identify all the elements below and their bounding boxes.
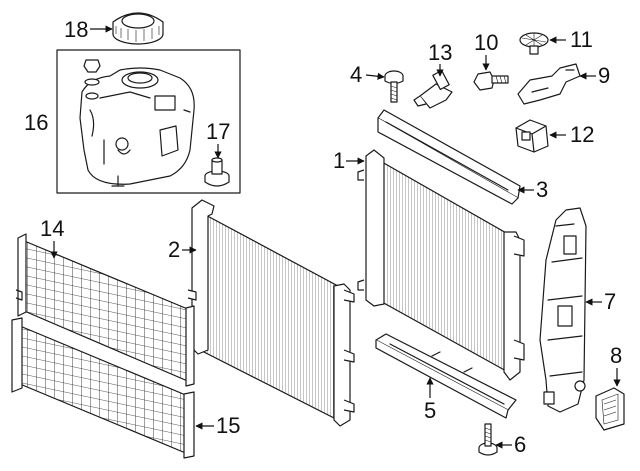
bolt-part-6 bbox=[478, 423, 498, 456]
upper-air-seal-part bbox=[377, 109, 521, 205]
callout-17: 17 bbox=[206, 119, 230, 144]
bracket-part-12 bbox=[515, 119, 549, 153]
callout-12: 12 bbox=[570, 122, 594, 147]
expansion-tank-assembly bbox=[56, 49, 241, 194]
callout-18: 18 bbox=[64, 17, 88, 42]
reservoir-cap-part bbox=[112, 12, 164, 45]
callout-7: 7 bbox=[604, 289, 616, 314]
grommet-part bbox=[204, 157, 230, 187]
callout-16: 16 bbox=[24, 110, 48, 135]
callout-15: 15 bbox=[216, 413, 240, 438]
callout-10: 10 bbox=[474, 30, 498, 55]
callout-14: 14 bbox=[40, 216, 64, 241]
side-bracket-part bbox=[539, 207, 587, 413]
callout-1: 1 bbox=[333, 148, 345, 173]
push-clip-part bbox=[519, 32, 549, 55]
bolt-part-10 bbox=[473, 71, 509, 91]
callouts: 18 16 17 4 13 10 11 9 12 1 3 14 2 7 8 5 … bbox=[24, 17, 622, 457]
lower-air-seal-part bbox=[375, 333, 517, 419]
callout-3: 3 bbox=[536, 177, 548, 202]
callout-2: 2 bbox=[168, 237, 180, 262]
callout-5: 5 bbox=[424, 398, 436, 423]
callout-6: 6 bbox=[514, 432, 526, 457]
callout-13: 13 bbox=[428, 40, 452, 65]
callout-8: 8 bbox=[610, 343, 622, 368]
bracket-part-9 bbox=[517, 63, 581, 105]
upper-grille-part bbox=[15, 233, 195, 387]
sensor-part bbox=[413, 69, 453, 109]
condenser-part bbox=[187, 199, 355, 427]
bolt-part-4 bbox=[384, 70, 404, 103]
clip-part-8 bbox=[595, 387, 625, 431]
callout-9: 9 bbox=[598, 63, 610, 88]
lower-grille-part bbox=[11, 317, 195, 459]
radiator-part bbox=[357, 149, 525, 381]
callout-4: 4 bbox=[350, 62, 362, 87]
callout-11: 11 bbox=[570, 27, 593, 52]
